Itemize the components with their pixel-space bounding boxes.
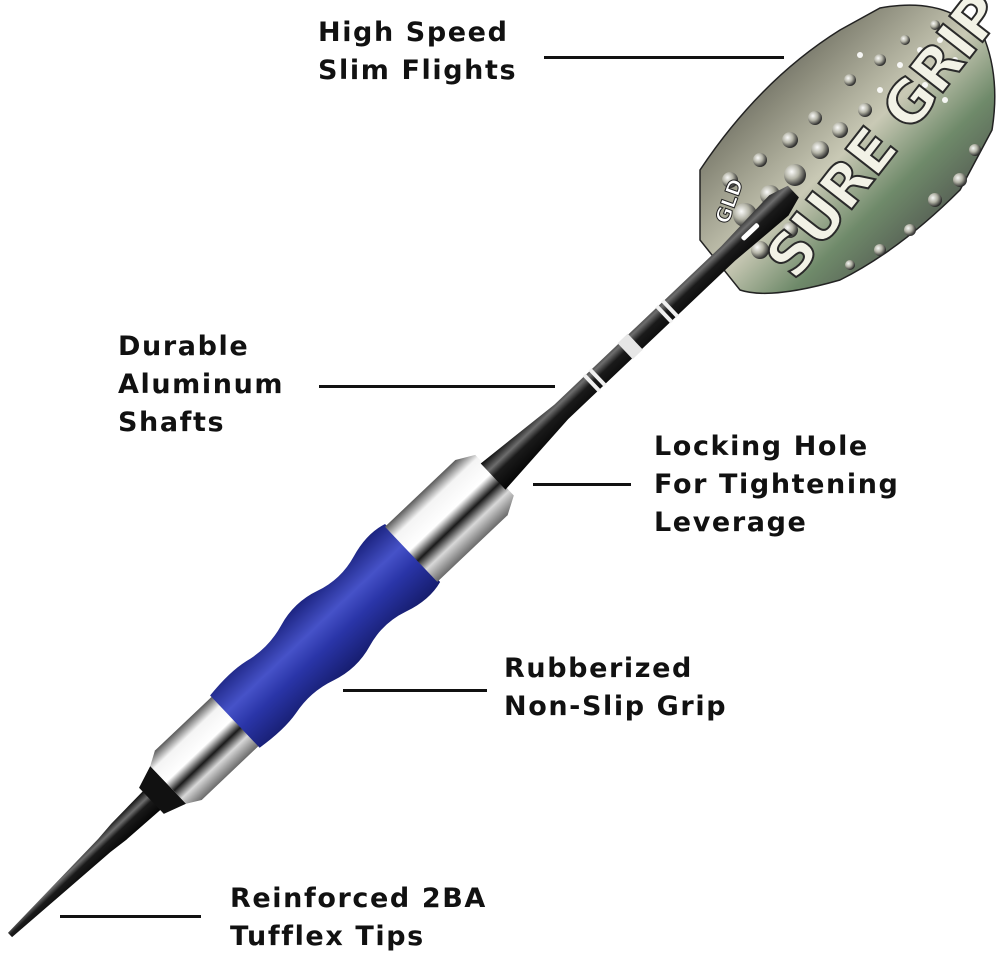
- rubber-grip: [210, 523, 441, 748]
- aluminum-shaft: [480, 185, 799, 490]
- callout-line: Rubberized: [504, 653, 693, 684]
- callout-tips: Reinforced 2BA Tufflex Tips: [230, 880, 487, 956]
- leader-line-grip: [343, 689, 487, 692]
- callout-line: Non-Slip Grip: [504, 691, 728, 722]
- rear-barrel: [384, 454, 514, 582]
- leader-line-locking-hole: [533, 483, 631, 486]
- leader-line-flights: [544, 56, 784, 59]
- callout-line: Tufflex Tips: [230, 921, 425, 952]
- callout-line: For Tightening: [654, 469, 900, 500]
- callout-line: Reinforced 2BA: [230, 883, 487, 914]
- callout-grip: Rubberized Non-Slip Grip: [504, 650, 727, 726]
- callout-line: Aluminum: [118, 369, 285, 400]
- callout-line: Shafts: [118, 407, 226, 438]
- callout-locking-hole: Locking Hole For Tightening Leverage: [654, 428, 899, 542]
- leader-line-shafts: [319, 385, 555, 388]
- callout-line: High Speed: [318, 17, 509, 48]
- soft-tip: [7, 787, 165, 938]
- callout-flights: High Speed Slim Flights: [318, 14, 517, 90]
- front-barrel-ring: [150, 695, 260, 804]
- leader-line-tips: [60, 915, 201, 918]
- callout-line: Leverage: [654, 507, 808, 538]
- callout-shafts: Durable Aluminum Shafts: [118, 328, 284, 442]
- callout-line: Durable: [118, 331, 250, 362]
- callout-line: Slim Flights: [318, 55, 518, 86]
- callout-line: Locking Hole: [654, 431, 869, 462]
